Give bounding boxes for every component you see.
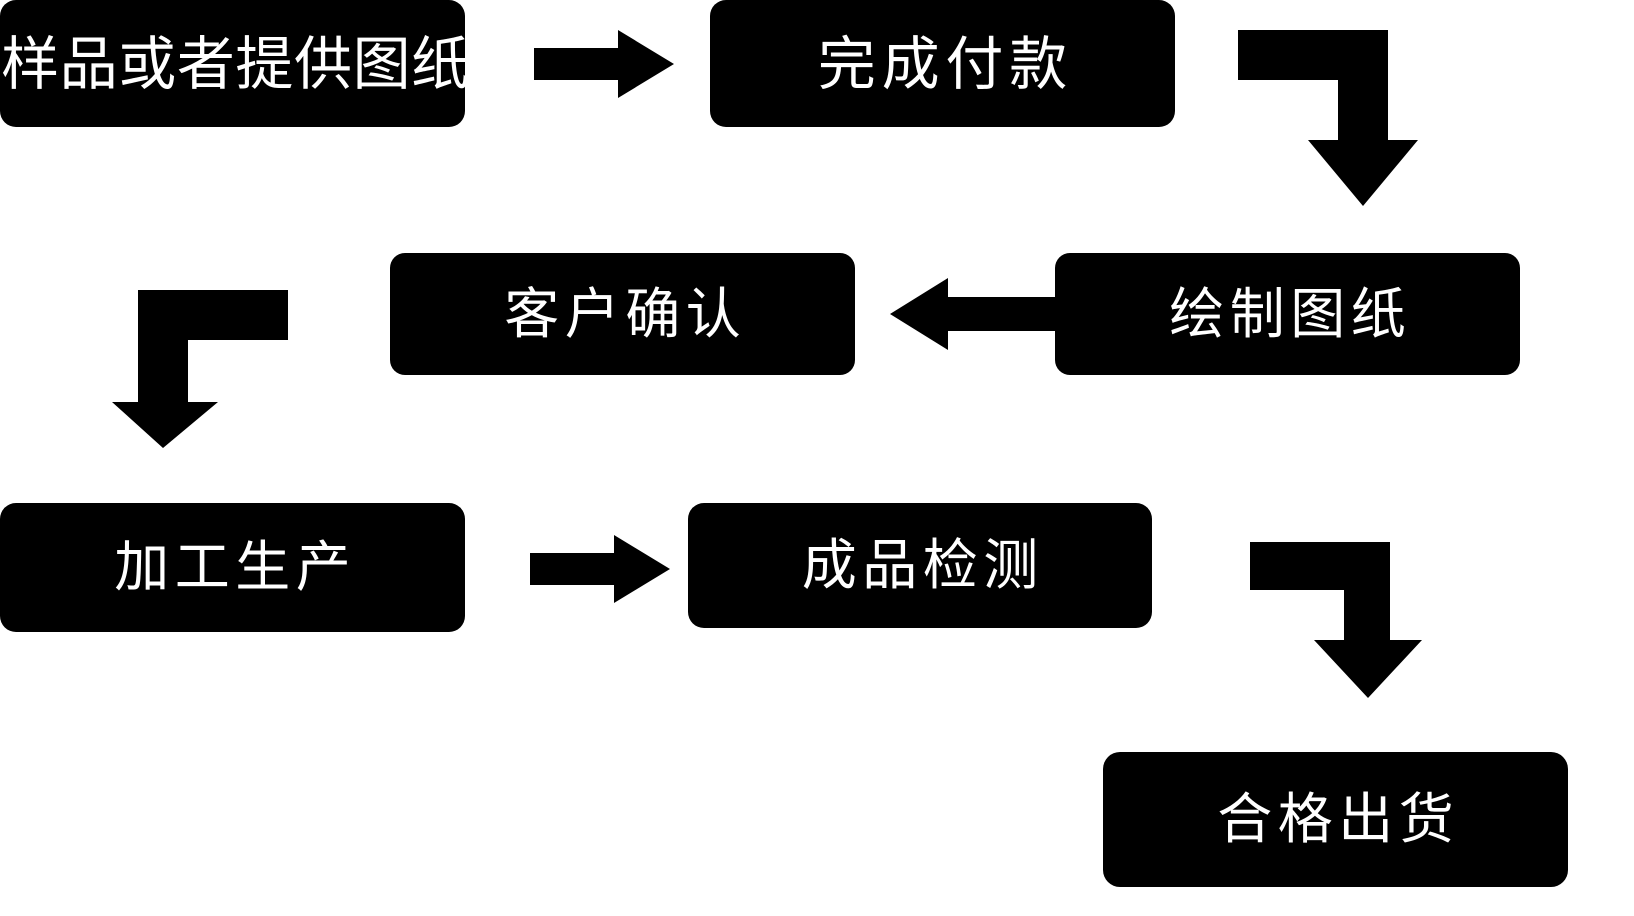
flow-node-inspection-label: 成品检测: [801, 533, 1044, 597]
flow-node-shipment[interactable]: 合格出货: [1103, 752, 1568, 887]
arrow-elbow-down-left-icon: [112, 290, 302, 450]
arrow-right-icon: [534, 30, 674, 98]
flow-node-inspection[interactable]: 成品检测: [688, 503, 1152, 628]
arrow-elbow-down-right-icon: [1222, 28, 1442, 208]
flow-node-confirm-label: 客户确认: [504, 281, 747, 346]
arrow-elbow-down-right-icon: [1240, 540, 1440, 700]
flow-node-sample[interactable]: 样品或者提供图纸: [0, 0, 469, 127]
flow-node-shipment-label: 合格出货: [1217, 787, 1460, 851]
arrow-right-icon: [530, 535, 670, 603]
arrow-left-icon: [890, 278, 1062, 350]
flow-node-production-label: 加工生产: [114, 535, 357, 599]
flow-node-sample-label: 样品或者提供图纸: [1, 29, 470, 98]
flow-node-drawing[interactable]: 绘制图纸: [1055, 253, 1520, 375]
flow-node-confirm[interactable]: 客户确认: [390, 253, 855, 375]
flow-node-payment-label: 完成付款: [817, 29, 1073, 98]
flow-node-production[interactable]: 加工生产: [0, 503, 465, 632]
flow-node-payment[interactable]: 完成付款: [710, 0, 1175, 127]
flow-node-drawing-label: 绘制图纸: [1169, 281, 1412, 346]
